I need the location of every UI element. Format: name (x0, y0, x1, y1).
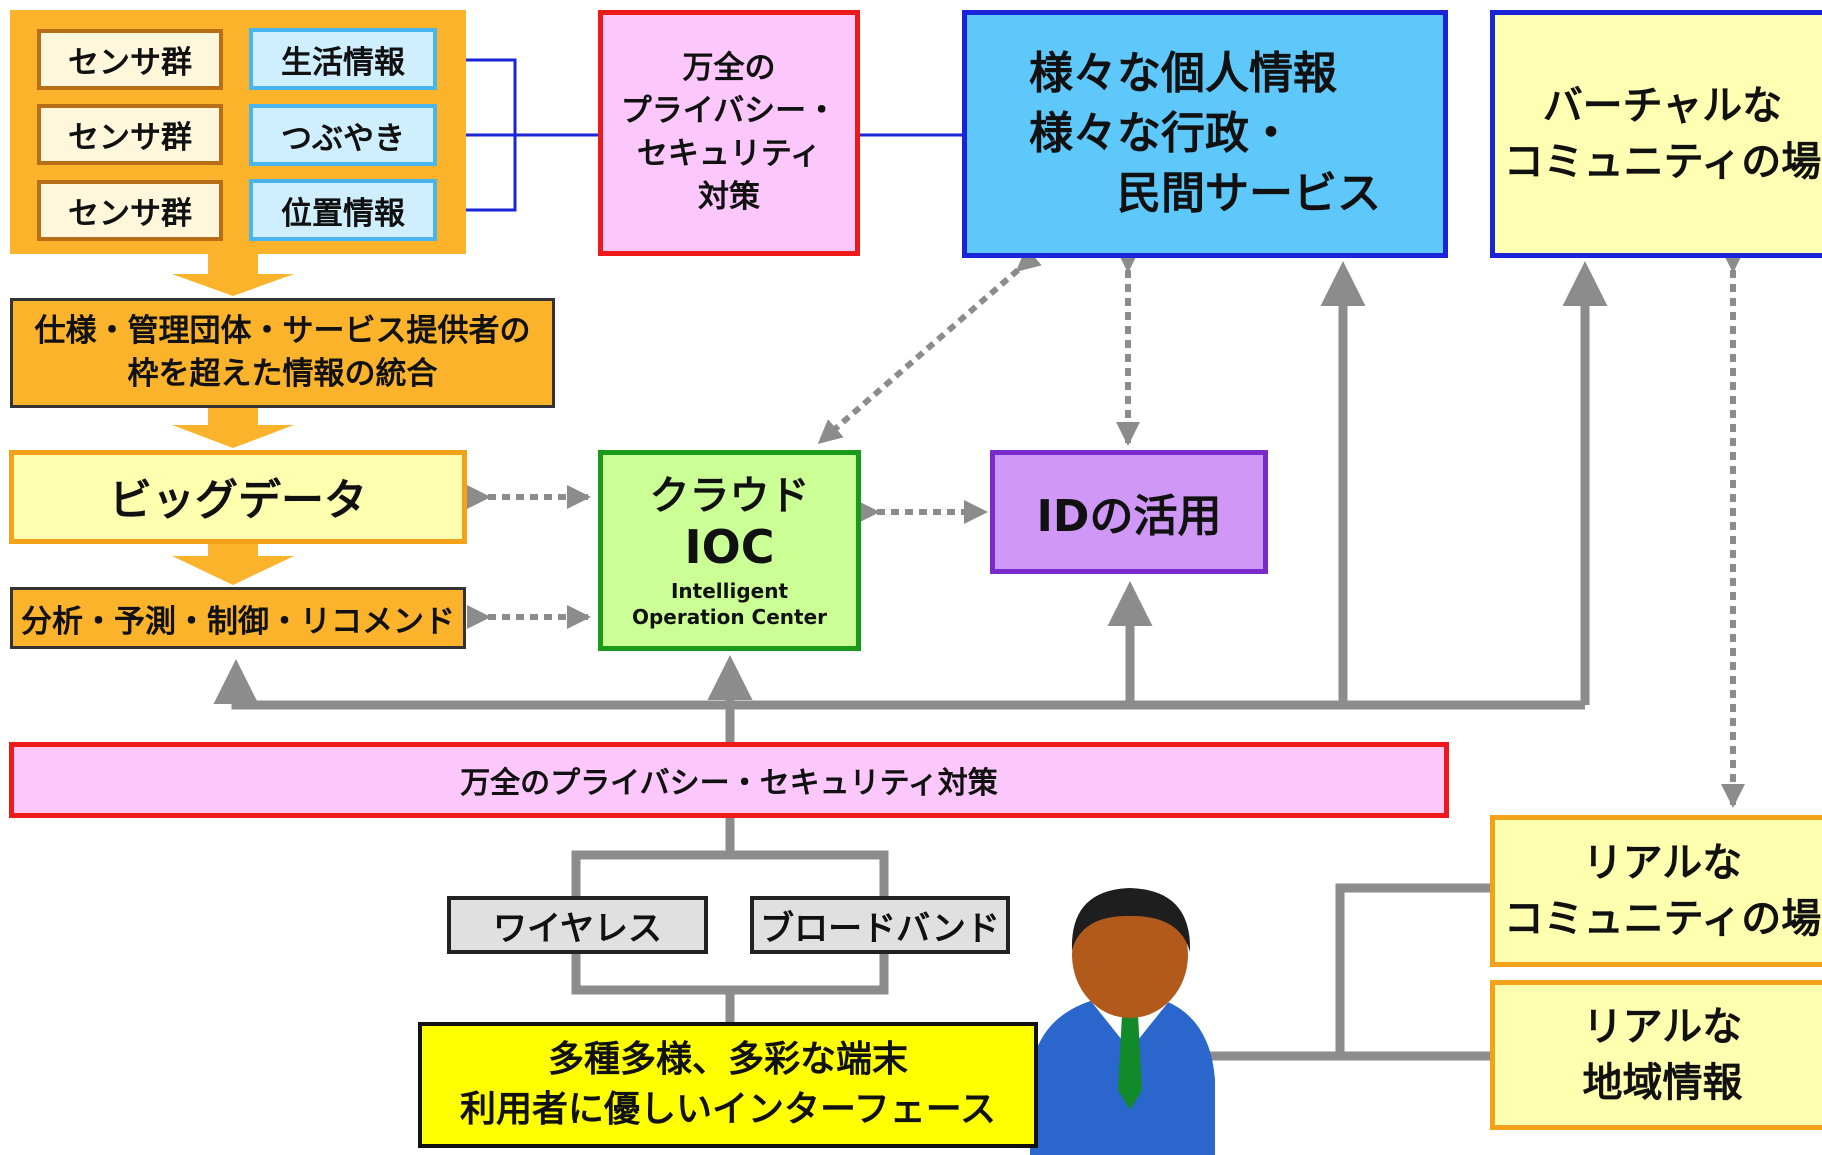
user-person-icon (1030, 888, 1215, 1155)
big-data: ビッグデータ (9, 450, 467, 544)
gray-arrows (213, 261, 1608, 1061)
cloud-title: クラウド (649, 472, 810, 519)
orange-flow-arrows (172, 250, 294, 585)
analysis-prediction-control: 分析・予測・制御・リコメンド (10, 587, 466, 649)
tweets-label: つぶやき (249, 104, 437, 166)
wireless: ワイヤレス (447, 896, 708, 954)
real-community: リアルな コミュニティの場 (1490, 815, 1822, 967)
id-utilization: IDの活用 (990, 450, 1268, 574)
dotted-links (467, 247, 1745, 808)
personal-info-services: 様々な個人情報 様々な行政・ 民間サービス (962, 10, 1448, 258)
sensor-group-label-2: センサ群 (37, 104, 223, 165)
privacy-security-top: 万全の プライバシー・ セキュリティ 対策 (598, 10, 860, 256)
broadband: ブロードバンド (750, 896, 1010, 954)
cloud-ioc: クラウド IOC Intelligent Operation Center (598, 450, 861, 651)
terminals-interface: 多種多様、多彩な端末 利用者に優しいインターフェース (418, 1022, 1038, 1148)
ioc-subtitle: Intelligent Operation Center (631, 578, 828, 629)
virtual-community: バーチャルな コミュニティの場 (1490, 10, 1822, 258)
ioc-title: IOC (684, 519, 775, 574)
life-info-label: 生活情報 (249, 28, 437, 90)
sensor-group-label-1: センサ群 (37, 29, 223, 90)
sensor-group-label-3: センサ群 (37, 180, 223, 241)
location-info-label: 位置情報 (249, 179, 437, 241)
privacy-security-bar: 万全のプライバシー・セキュリティ対策 (9, 742, 1449, 818)
real-regional-info: リアルな 地域情報 (1490, 980, 1822, 1130)
information-integration: 仕様・管理団体・サービス提供者の 枠を超えた情報の統合 (10, 298, 555, 408)
